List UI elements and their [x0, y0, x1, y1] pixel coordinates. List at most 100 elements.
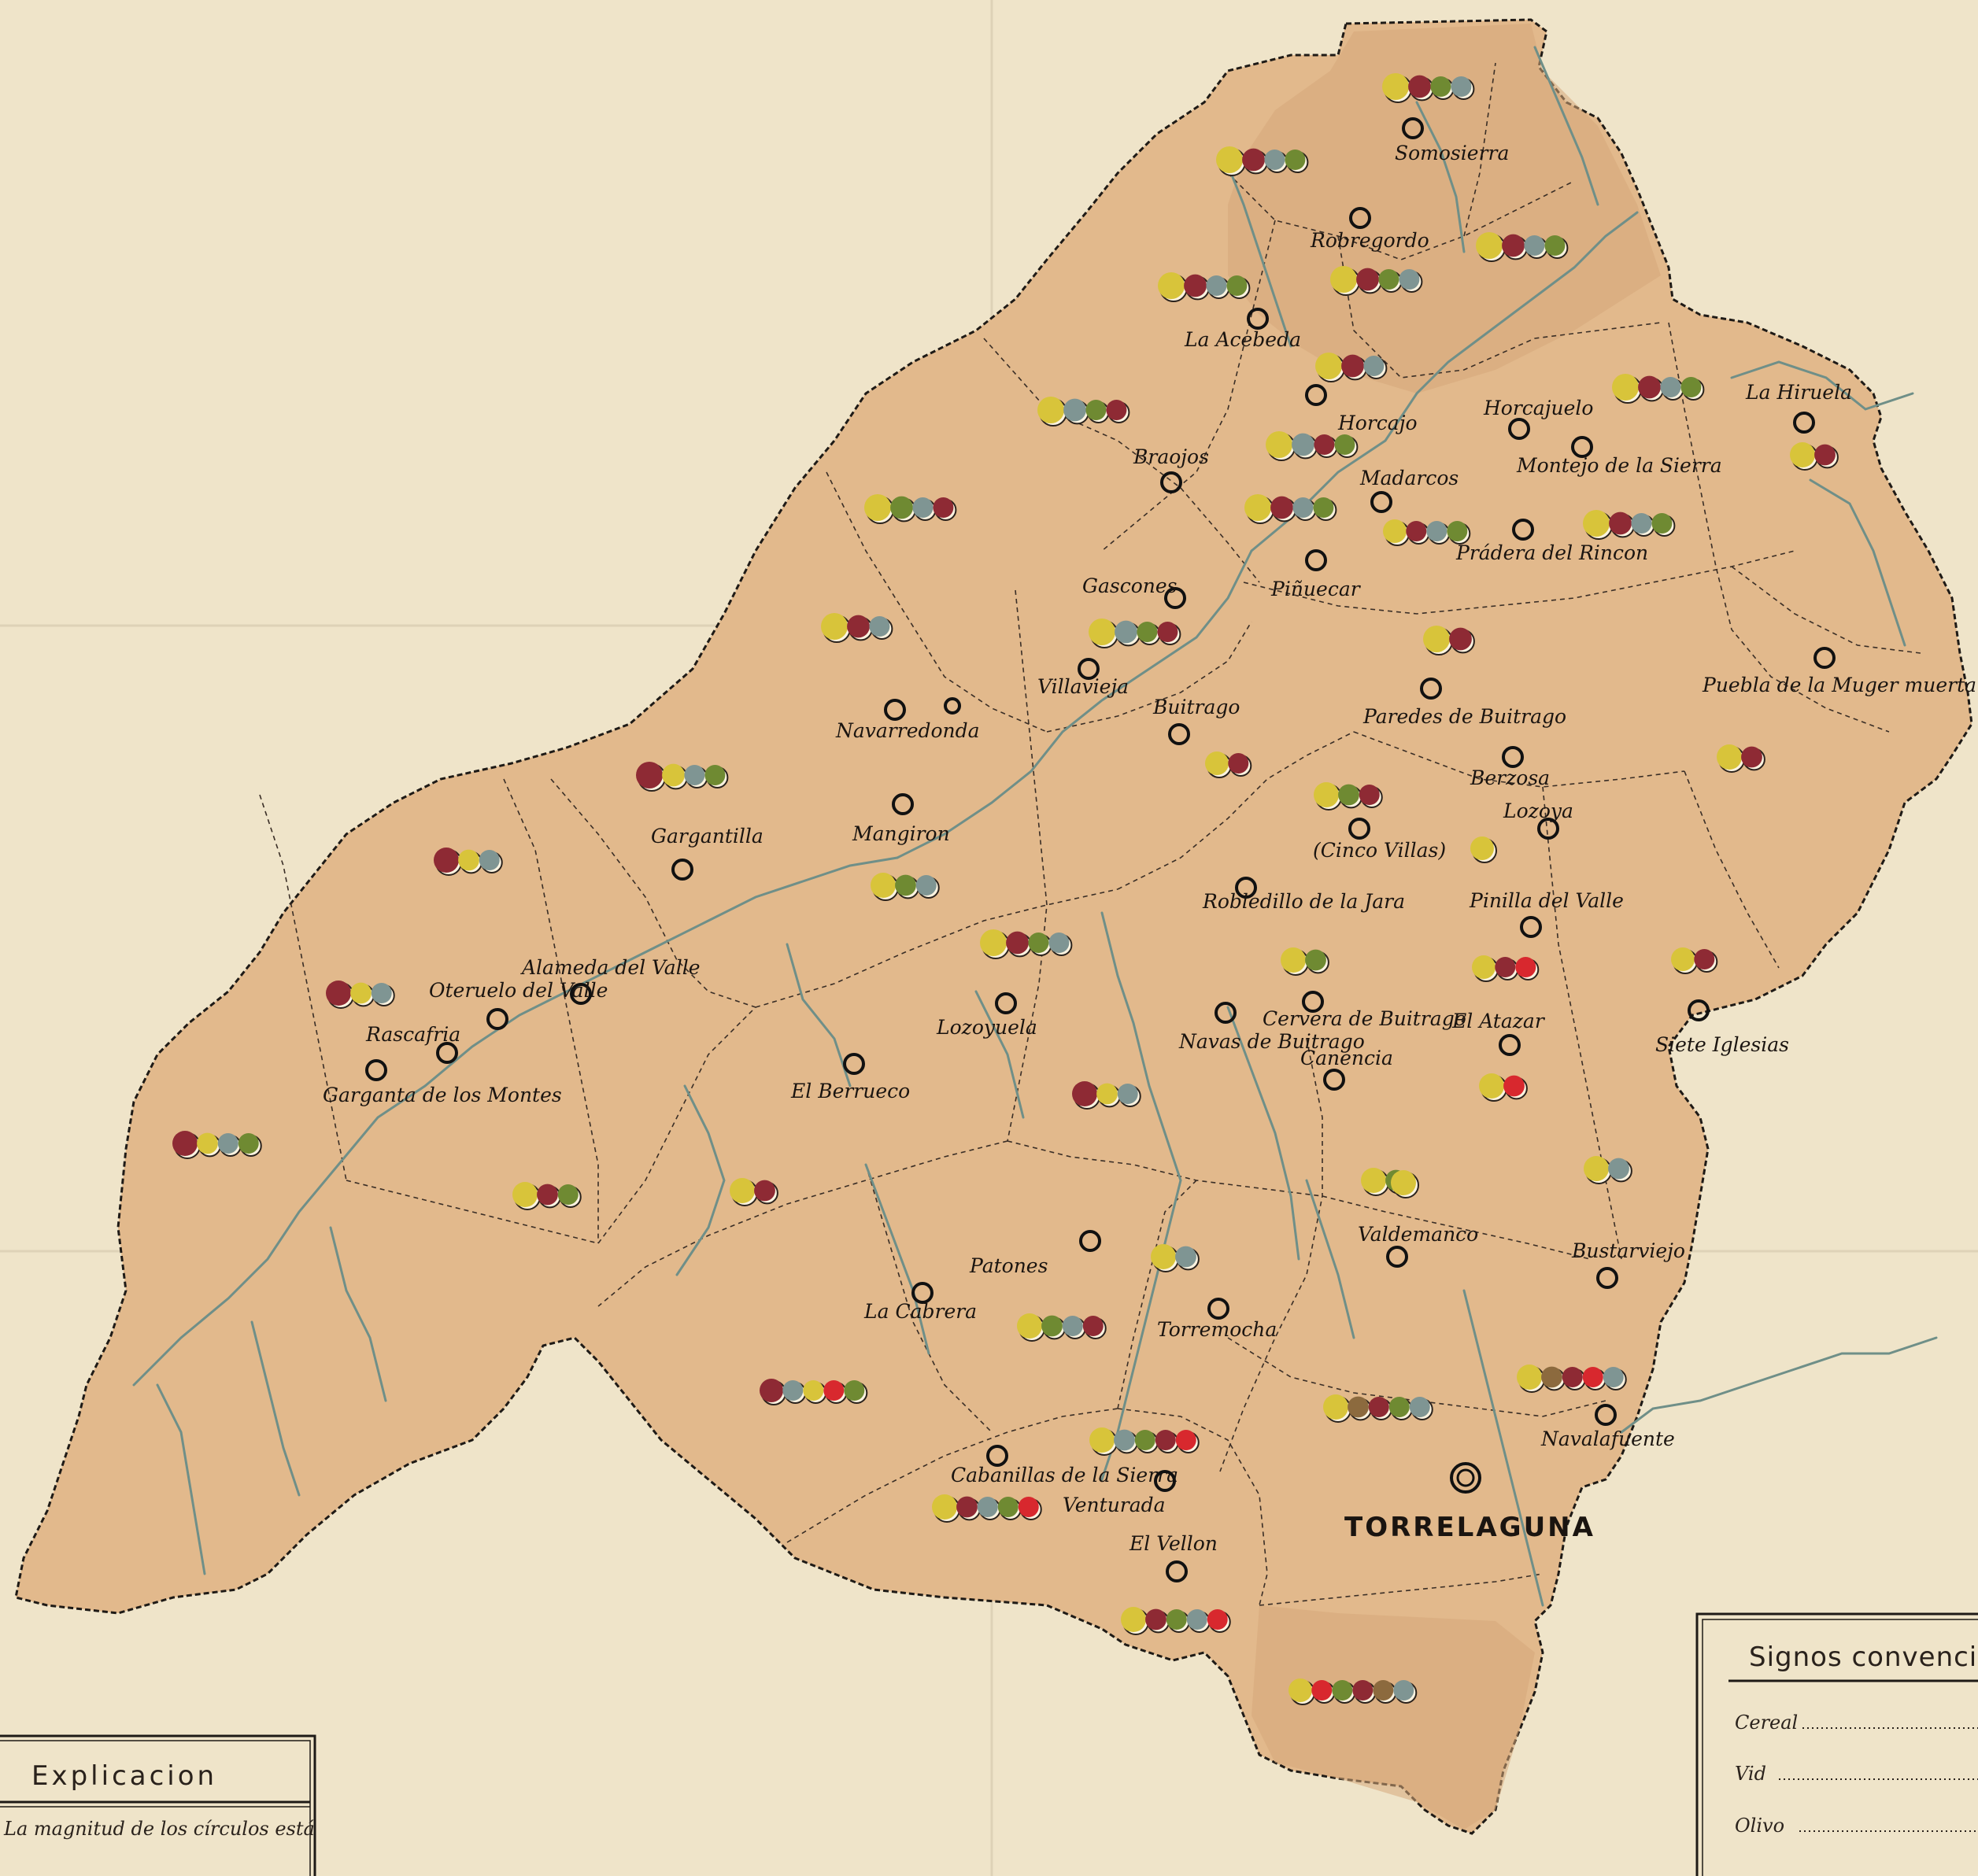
- production-circle-olivo: [1226, 275, 1248, 296]
- production-circle-vid: [1356, 268, 1379, 291]
- production-group: [1423, 626, 1475, 655]
- town-marker-somosierra: [1402, 117, 1424, 139]
- town-label-navas-de-buitrago: Navas de Buitrago: [1178, 1030, 1365, 1053]
- production-circle-gray: [479, 850, 500, 870]
- production-circle-gray: [1292, 497, 1314, 518]
- production-circle-vid: [1359, 785, 1380, 805]
- town-label-lozoya: Lozoya: [1503, 800, 1573, 822]
- production-circle-cereal: [1361, 1168, 1386, 1193]
- production-circle-vid: [172, 1131, 198, 1156]
- production-circle-olivo: [890, 496, 913, 519]
- town-label-la-acebeda: La Acebeda: [1184, 328, 1301, 351]
- town-label-horcajo: Horcajo: [1337, 412, 1418, 434]
- production-group: [1479, 1073, 1528, 1102]
- production-circle-vid: [933, 497, 954, 518]
- town-label-gascones: Gascones: [1082, 574, 1177, 597]
- town-marker-siete-iglesias: [1688, 999, 1710, 1021]
- production-circle-cereal: [1216, 146, 1243, 173]
- town-label-patones: Patones: [969, 1254, 1048, 1277]
- production-circle-gray: [1114, 1429, 1135, 1451]
- production-circle-cereal: [1205, 752, 1229, 775]
- production-group: [1072, 1081, 1141, 1110]
- production-group: [1391, 1170, 1419, 1198]
- production-circle-cereal: [1323, 1394, 1348, 1420]
- town-label-buitrago: Buitrago: [1152, 696, 1240, 718]
- production-circle-vid: [1228, 753, 1249, 774]
- production-circle-olivo: [1305, 949, 1326, 971]
- town-label-navalafuente: Navalafuente: [1540, 1427, 1675, 1450]
- production-circle-cereal: [1383, 519, 1407, 543]
- production-group: [1671, 947, 1718, 974]
- town-label-lozoyuela: Lozoyuela: [936, 1016, 1037, 1039]
- production-circle-olivo: [1028, 932, 1049, 953]
- production-circle-olivo: [997, 1497, 1019, 1517]
- production-group: [864, 494, 957, 524]
- town-marker-canencia: [1323, 1069, 1345, 1091]
- production-circle-cereal: [1017, 1313, 1042, 1339]
- production-circle-brown: [1348, 1396, 1369, 1418]
- production-circle-cereal: [980, 929, 1007, 956]
- production-circle-vid: [434, 848, 459, 873]
- production-circle-cereal: [1281, 947, 1306, 973]
- town-label-la-hiruela: La Hiruela: [1745, 381, 1852, 404]
- town-label-piñuecar: Piñuecar: [1270, 578, 1362, 600]
- production-circle-gray: [1608, 1158, 1629, 1180]
- production-circle-cereal: [1476, 232, 1503, 259]
- production-group: [821, 613, 893, 643]
- production-circle-olivo: [1651, 513, 1673, 534]
- production-circle-vid: [1368, 1397, 1389, 1417]
- town-label-el-berrueco: El Berrueco: [790, 1080, 910, 1102]
- production-group: [1037, 397, 1130, 427]
- production-group: [1584, 1156, 1632, 1184]
- town-label-el-vellon: El Vellon: [1129, 1532, 1218, 1555]
- production-circle-vid: [1741, 746, 1762, 768]
- production-circle-vid: [326, 980, 351, 1006]
- town-marker-piñuecar: [1305, 549, 1327, 571]
- town-marker-mangiron: [892, 793, 914, 815]
- town-label-rascafria: Rascafria: [365, 1023, 460, 1046]
- production-circle-gray: [1426, 521, 1447, 541]
- town-marker-cervera-de-buitrago: [1302, 991, 1324, 1013]
- production-circle-cereal: [864, 494, 891, 521]
- town-label-horcajuelo: Horcajuelo: [1483, 397, 1593, 419]
- production-group: [512, 1182, 582, 1210]
- town-marker-oteruelo-del-valle: [486, 1008, 508, 1030]
- town-marker-el-vellon: [1166, 1560, 1188, 1582]
- production-group: [326, 980, 395, 1009]
- production-circle-olivo: [1166, 1609, 1187, 1630]
- production-group: [980, 929, 1073, 959]
- production-circle-gray: [684, 765, 705, 785]
- production-group: [1470, 836, 1497, 863]
- town-marker-villavieja: [1078, 658, 1100, 680]
- production-circle-olivo: [1313, 497, 1334, 518]
- town-label-madarcos: Madarcos: [1359, 467, 1459, 489]
- town-marker-navalafuente: [1595, 1404, 1617, 1426]
- production-circle-red: [823, 1380, 845, 1401]
- production-circle-olivo: [1378, 269, 1399, 290]
- production-circle-gray: [1186, 1609, 1207, 1630]
- production-group: [1323, 1394, 1433, 1423]
- town-marker-la-acebeda: [1247, 308, 1269, 330]
- production-circle-olivo: [844, 1380, 865, 1401]
- production-circle-cereal: [1790, 442, 1815, 467]
- town-marker-puebla-de-la-muger-muerta: [1813, 647, 1836, 669]
- production-circle-olivo: [1430, 76, 1451, 97]
- production-circle-vid: [1106, 400, 1127, 420]
- production-circle-cereal: [1517, 1365, 1542, 1390]
- production-circle-cereal: [1089, 619, 1115, 645]
- production-group: [1612, 374, 1705, 404]
- production-circle-olivo: [895, 874, 916, 896]
- production-circle-gray: [912, 497, 934, 518]
- production-circle-cereal: [1479, 1073, 1504, 1099]
- production-circle-vid: [1184, 274, 1207, 297]
- town-marker-alameda-del-valle: [570, 983, 592, 1005]
- production-circle-olivo: [1332, 1680, 1353, 1701]
- production-circle-brown: [1373, 1680, 1394, 1701]
- production-group: [1476, 232, 1569, 262]
- production-group: [1151, 1244, 1200, 1272]
- town-marker-el-berrueco: [843, 1053, 865, 1075]
- town-marker-braojos: [1160, 471, 1182, 493]
- production-group: [1517, 1365, 1627, 1393]
